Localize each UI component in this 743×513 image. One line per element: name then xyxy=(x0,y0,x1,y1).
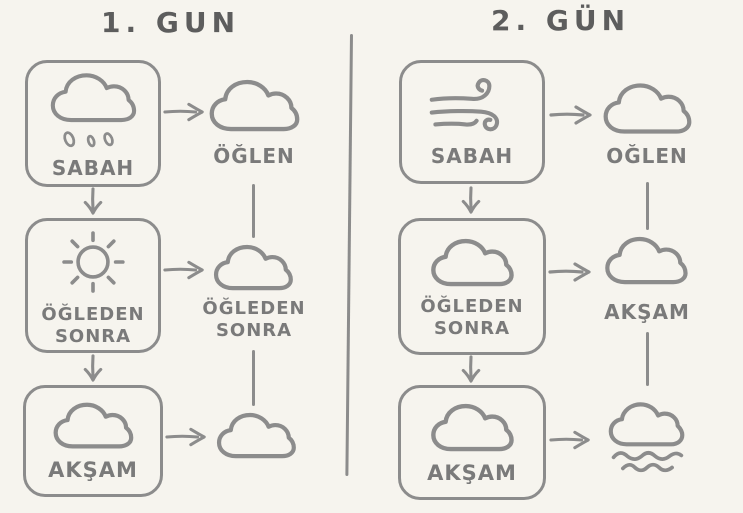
connector-line xyxy=(252,184,255,238)
sun-icon xyxy=(55,224,131,300)
day1-aksam-box: AKŞAM xyxy=(23,385,163,497)
day2-ogleden-sonra-box: ÖĞLEDEN SONRA xyxy=(398,218,546,355)
down-arrow-icon xyxy=(80,187,106,216)
right-arrow-icon xyxy=(163,99,207,125)
cloud-icon xyxy=(600,78,694,140)
day2-sabah-box: SABAH xyxy=(399,60,545,184)
column-divider xyxy=(345,33,353,476)
down-arrow-icon xyxy=(458,186,484,215)
day2-aksam-box: AKŞAM xyxy=(398,385,546,500)
cloud-icon xyxy=(601,232,691,290)
day2-title: 2. GÜN xyxy=(490,4,631,37)
down-arrow-icon xyxy=(80,354,106,383)
cloud-icon xyxy=(206,74,302,138)
right-arrow-icon xyxy=(163,257,207,283)
day1-sabah-box: SABAH xyxy=(25,60,161,187)
day2-aksam-label: AKŞAM xyxy=(427,460,517,485)
right-arrow-icon xyxy=(549,427,593,453)
cloud-icon xyxy=(211,240,295,296)
right-arrow-icon xyxy=(165,424,209,450)
right-arrow-icon xyxy=(549,102,595,128)
day1-ogleden-sonra-box: ÖĞLEDEN SONRA xyxy=(25,218,161,353)
cloud-icon xyxy=(428,399,516,457)
down-arrow-icon xyxy=(458,355,484,384)
day1-oglen-label: ÖĞLEN xyxy=(213,144,295,168)
connector-line xyxy=(646,332,649,386)
day1-sabah-label: SABAH xyxy=(51,155,135,180)
right-arrow-icon xyxy=(548,259,594,285)
connector-line xyxy=(646,182,649,230)
cloud-icon xyxy=(428,234,516,292)
fog-cloud-icon xyxy=(600,396,694,474)
connector-line xyxy=(252,350,255,406)
day2-ogleden-sonra-label: ÖĞLEDEN SONRA xyxy=(420,295,524,339)
day1-ogleden-sonra-result-label: ÖĞLEDEN SONRA xyxy=(202,298,306,341)
rain-cloud-icon xyxy=(46,68,140,152)
day2-sabah-label: SABAH xyxy=(430,144,514,168)
day1-title: 1. GUN xyxy=(100,6,241,39)
wind-icon xyxy=(424,76,520,140)
cloud-icon xyxy=(50,398,136,454)
cloud-icon xyxy=(214,408,298,464)
day2-oglen-label: OĞLEN xyxy=(606,144,688,168)
day2-aksam-result-label: AKŞAM xyxy=(604,300,690,324)
day1-aksam-label: AKŞAM xyxy=(48,458,138,483)
day1-ogleden-sonra-label: ÖĞLEDEN SONRA xyxy=(41,303,145,347)
